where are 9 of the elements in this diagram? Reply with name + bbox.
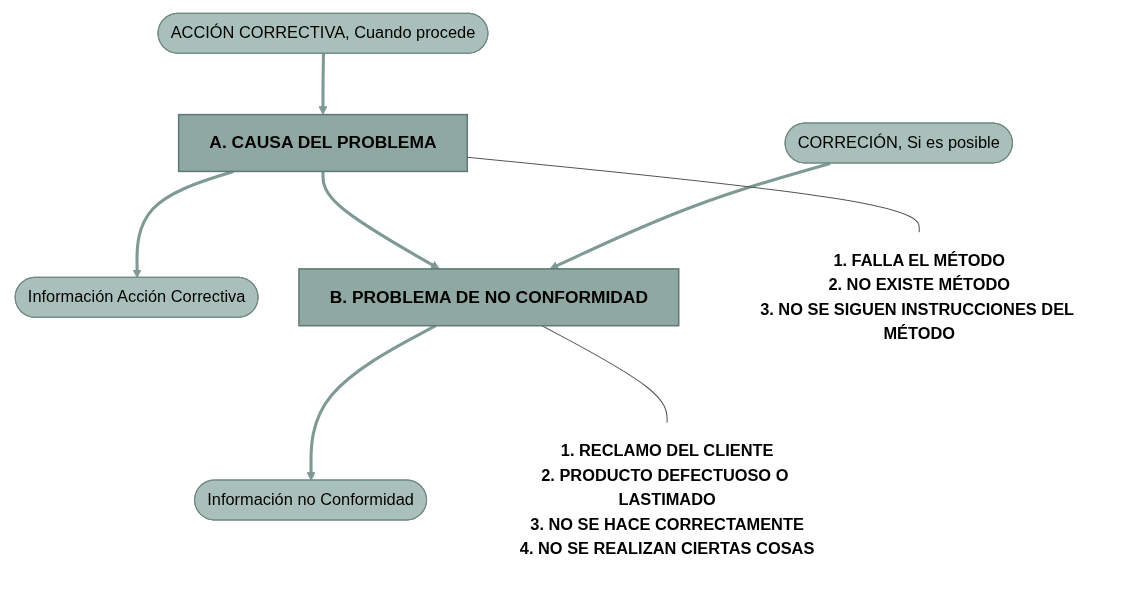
arrow bbox=[549, 162, 831, 270]
node-text: 1. RECLAMO DEL CLIENTE 2. PRODUCTO DEFECTUOSO O LASTIMADO 3. NO SE HACE CORRECTAMENTE 4. NO SE REALIZAN CIERTAS COSAS bbox=[519, 441, 815, 558]
node-box: B. PROBLEMA DE NO CONFORMIDAD bbox=[298, 268, 680, 327]
node-text: 1. FALLA EL MÉTODO 2. NO EXISTE MÉTODO 3. NO SE SIGUEN INSTRUCCIONES DEL MÉTODO bbox=[760, 251, 1074, 343]
arrow bbox=[318, 53, 328, 115]
connector bbox=[541, 325, 668, 424]
node-box: A. CAUSA DEL PROBLEMA bbox=[177, 113, 468, 173]
arrow bbox=[321, 171, 440, 270]
arrow bbox=[306, 324, 437, 481]
